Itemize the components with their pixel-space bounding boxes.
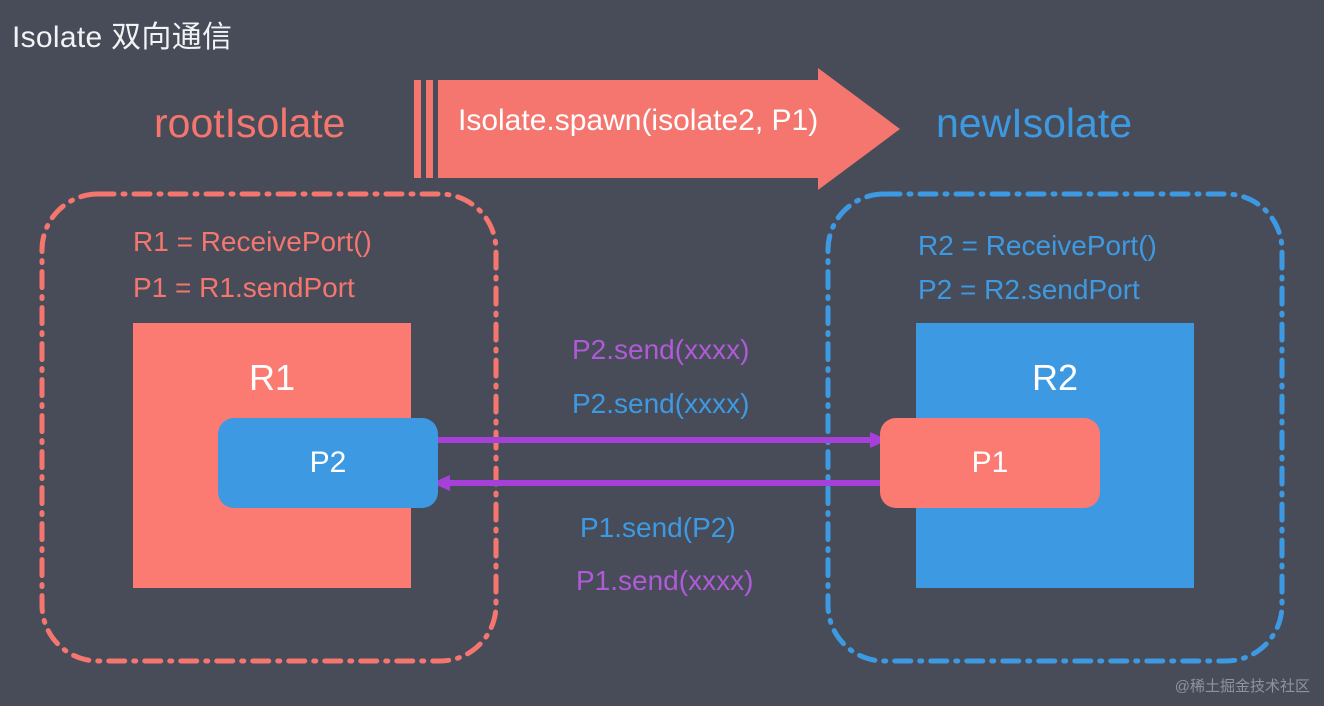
message-label-4: P1.send(xxxx) bbox=[576, 565, 754, 596]
page-title: Isolate 双向通信 bbox=[12, 21, 233, 54]
r1-label: R1 bbox=[248, 357, 296, 398]
p2-send-port-box: P2 bbox=[218, 418, 438, 508]
r2-label: R2 bbox=[1031, 357, 1079, 398]
new-isolate-container bbox=[824, 190, 1286, 665]
message-arrows bbox=[430, 420, 890, 505]
p2-declaration: P2 = R2.sendPort bbox=[918, 274, 1140, 305]
root-isolate-label: rootIsolate bbox=[154, 100, 346, 146]
spawn-arrow-label: Isolate.spawn(isolate2, P1) bbox=[458, 104, 819, 137]
p2-label: P2 bbox=[309, 446, 347, 479]
spawn-arrow: Isolate.spawn(isolate2, P1) bbox=[414, 62, 906, 196]
r1-declaration: R1 = ReceivePort() bbox=[133, 226, 372, 257]
new-isolate-label: newIsolate bbox=[936, 100, 1133, 146]
p1-declaration: P1 = R1.sendPort bbox=[133, 272, 355, 303]
root-isolate-container bbox=[38, 190, 500, 665]
p1-send-port-box: P1 bbox=[880, 418, 1100, 508]
message-label-3: P1.send(P2) bbox=[580, 512, 736, 543]
message-label-1: P2.send(xxxx) bbox=[572, 334, 750, 365]
r2-declaration: R2 = ReceivePort() bbox=[918, 230, 1157, 261]
message-label-2: P2.send(xxxx) bbox=[572, 388, 750, 419]
watermark: @稀土掘金技术社区 bbox=[1174, 678, 1310, 695]
p1-label: P1 bbox=[971, 446, 1009, 479]
